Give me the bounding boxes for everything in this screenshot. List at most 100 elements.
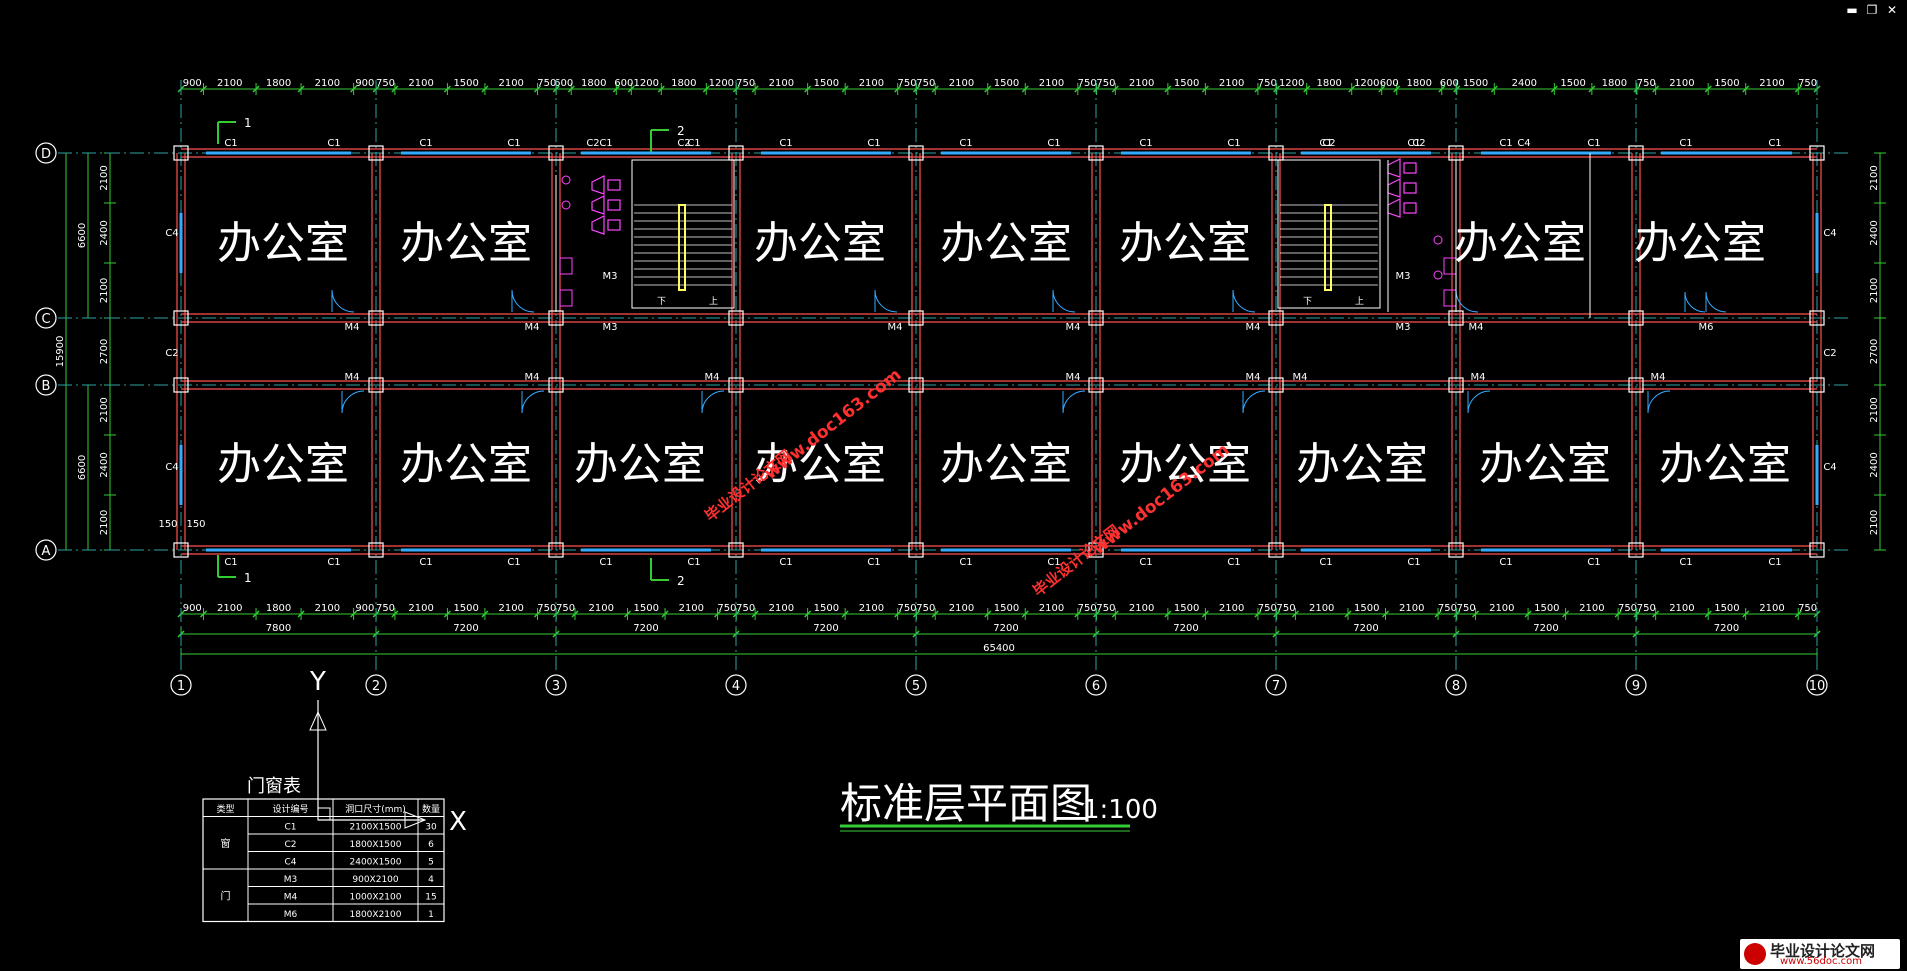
window-label: C1 xyxy=(687,138,700,149)
bottom-dimension-label: 1500 xyxy=(634,603,659,614)
right-dimension-dc-label: 2100 xyxy=(1869,165,1880,190)
ucs-x-label: X xyxy=(449,807,467,837)
bottom-dimension-label: 2100 xyxy=(1039,603,1064,614)
toilet-stall-icon xyxy=(1387,158,1401,178)
logo-url: www.56doc.com xyxy=(1780,956,1863,967)
door-swing xyxy=(874,289,898,313)
top-dimension-slash xyxy=(1438,85,1446,93)
stair-well xyxy=(1277,159,1381,309)
table-cell: 1800X2100 xyxy=(350,910,402,920)
top-dimension-label: 1500 xyxy=(994,78,1019,89)
bottom-dimension-slash xyxy=(1254,610,1262,618)
table-cell: 2100X1500 xyxy=(350,823,402,833)
top-dimension-label: 1500 xyxy=(814,78,839,89)
toilet-icon xyxy=(1403,202,1417,214)
window-label: C1 xyxy=(1139,138,1152,149)
window-label: C1 xyxy=(1319,557,1332,568)
door-swing xyxy=(701,390,725,414)
door-label: M3 xyxy=(1396,322,1411,333)
door-label: M4 xyxy=(888,322,903,333)
minimize-button[interactable]: ▬ xyxy=(1846,3,1858,17)
bottom-dimension-label: 750 xyxy=(1277,603,1296,614)
door-swing xyxy=(1705,291,1727,313)
bottom-dimension-slash xyxy=(1291,610,1299,618)
bay-dimension-label: 7200 xyxy=(993,623,1018,634)
left-total-top-label: 6600 xyxy=(77,223,88,248)
bay-dimension-label: 7200 xyxy=(1173,623,1198,634)
table-header: 数量 xyxy=(422,803,440,815)
top-dimension-label: 750 xyxy=(537,78,556,89)
axis-bubble-label: D xyxy=(41,147,51,162)
door-label: M4 xyxy=(1066,372,1081,383)
window-label: C2 xyxy=(677,138,690,149)
table-cell: 15 xyxy=(425,893,436,903)
stair-label: 下 xyxy=(657,297,666,307)
top-dimension-label: 600 xyxy=(1380,78,1399,89)
top-dimension-slash xyxy=(481,85,489,93)
left-dimension-ba-label: 2100 xyxy=(99,397,110,422)
toilet-icon xyxy=(1403,182,1417,194)
bottom-dimension-slash xyxy=(1742,610,1750,618)
bottom-dimension-slash xyxy=(894,610,902,618)
plan-title: 标准层平面图 xyxy=(840,779,1092,828)
logo-mark-icon xyxy=(1744,943,1766,965)
column xyxy=(1268,542,1284,558)
axis-bubble xyxy=(725,674,747,696)
table-cell: 1800X1500 xyxy=(350,840,402,850)
window-label: C1 xyxy=(867,138,880,149)
door-label: M3 xyxy=(603,322,618,333)
toilet-icon xyxy=(1403,162,1417,174)
door-label: M6 xyxy=(1699,322,1714,333)
bottom-dimension-label: 1500 xyxy=(1354,603,1379,614)
top-dimension-slash xyxy=(1633,85,1641,93)
top-dimension-label: 750 xyxy=(736,78,755,89)
bottom-dimension-label: 2100 xyxy=(1129,603,1154,614)
top-dimension-slash xyxy=(1652,85,1660,93)
top-dimension-label: 2100 xyxy=(1759,78,1784,89)
top-dimension-slash xyxy=(1111,85,1119,93)
close-button[interactable]: ✕ xyxy=(1886,3,1898,17)
top-dimension-label: 750 xyxy=(898,78,917,89)
bottom-dimension-label: 2100 xyxy=(1309,603,1334,614)
bottom-dimension-label: 900 xyxy=(355,603,374,614)
door-label: M4 xyxy=(1293,372,1308,383)
column xyxy=(1628,310,1644,326)
left-dimension-ba-label: 2100 xyxy=(99,510,110,535)
top-dimension-label: 600 xyxy=(614,78,633,89)
top-dimension-label: 1500 xyxy=(1174,78,1199,89)
bottom-dimension-slash xyxy=(1074,610,1082,618)
bottom-dimension-label: 750 xyxy=(1618,603,1637,614)
wall-thickness-label: 150 xyxy=(158,519,177,530)
room-label-office: 办公室 xyxy=(754,439,886,490)
total-dimension-label: 65400 xyxy=(983,643,1015,654)
fixture-layer: 下上下上 xyxy=(555,153,1591,318)
bottom-dimension-slash xyxy=(199,610,208,618)
table-cell: C1 xyxy=(284,823,296,833)
window-label: C1 xyxy=(419,138,432,149)
axis-bubble xyxy=(1085,674,1107,696)
bay-dimension-label: 7200 xyxy=(1714,623,1739,634)
window-label: C1 xyxy=(1587,138,1600,149)
bottom-dimension-label: 2100 xyxy=(1219,603,1244,614)
top-dimension-label: 1200 xyxy=(1279,78,1304,89)
window-label: C1 xyxy=(1768,557,1781,568)
axis-bubble xyxy=(1625,674,1647,696)
bottom-dimension-label: 750 xyxy=(1078,603,1097,614)
top-dimension-slash xyxy=(1201,85,1209,93)
ucs-x-arrow xyxy=(404,811,427,829)
axis-bubble xyxy=(35,374,57,396)
window-label: C1 xyxy=(1499,557,1512,568)
top-dimension-label: 1800 xyxy=(266,78,291,89)
bottom-dimension-label: 2100 xyxy=(408,603,433,614)
bottom-dimension-label: 2100 xyxy=(1759,603,1784,614)
column xyxy=(1628,542,1644,558)
top-dimension-slash xyxy=(567,85,575,93)
window-label: C1 xyxy=(779,557,792,568)
bottom-dimension-label: 2100 xyxy=(217,603,242,614)
top-dimension-label: 1200 xyxy=(634,78,659,89)
bottom-dimension-label: 2100 xyxy=(1579,603,1604,614)
restore-button[interactable]: ❐ xyxy=(1866,3,1878,17)
logo-title: 毕业设计论文网 xyxy=(1770,942,1876,960)
